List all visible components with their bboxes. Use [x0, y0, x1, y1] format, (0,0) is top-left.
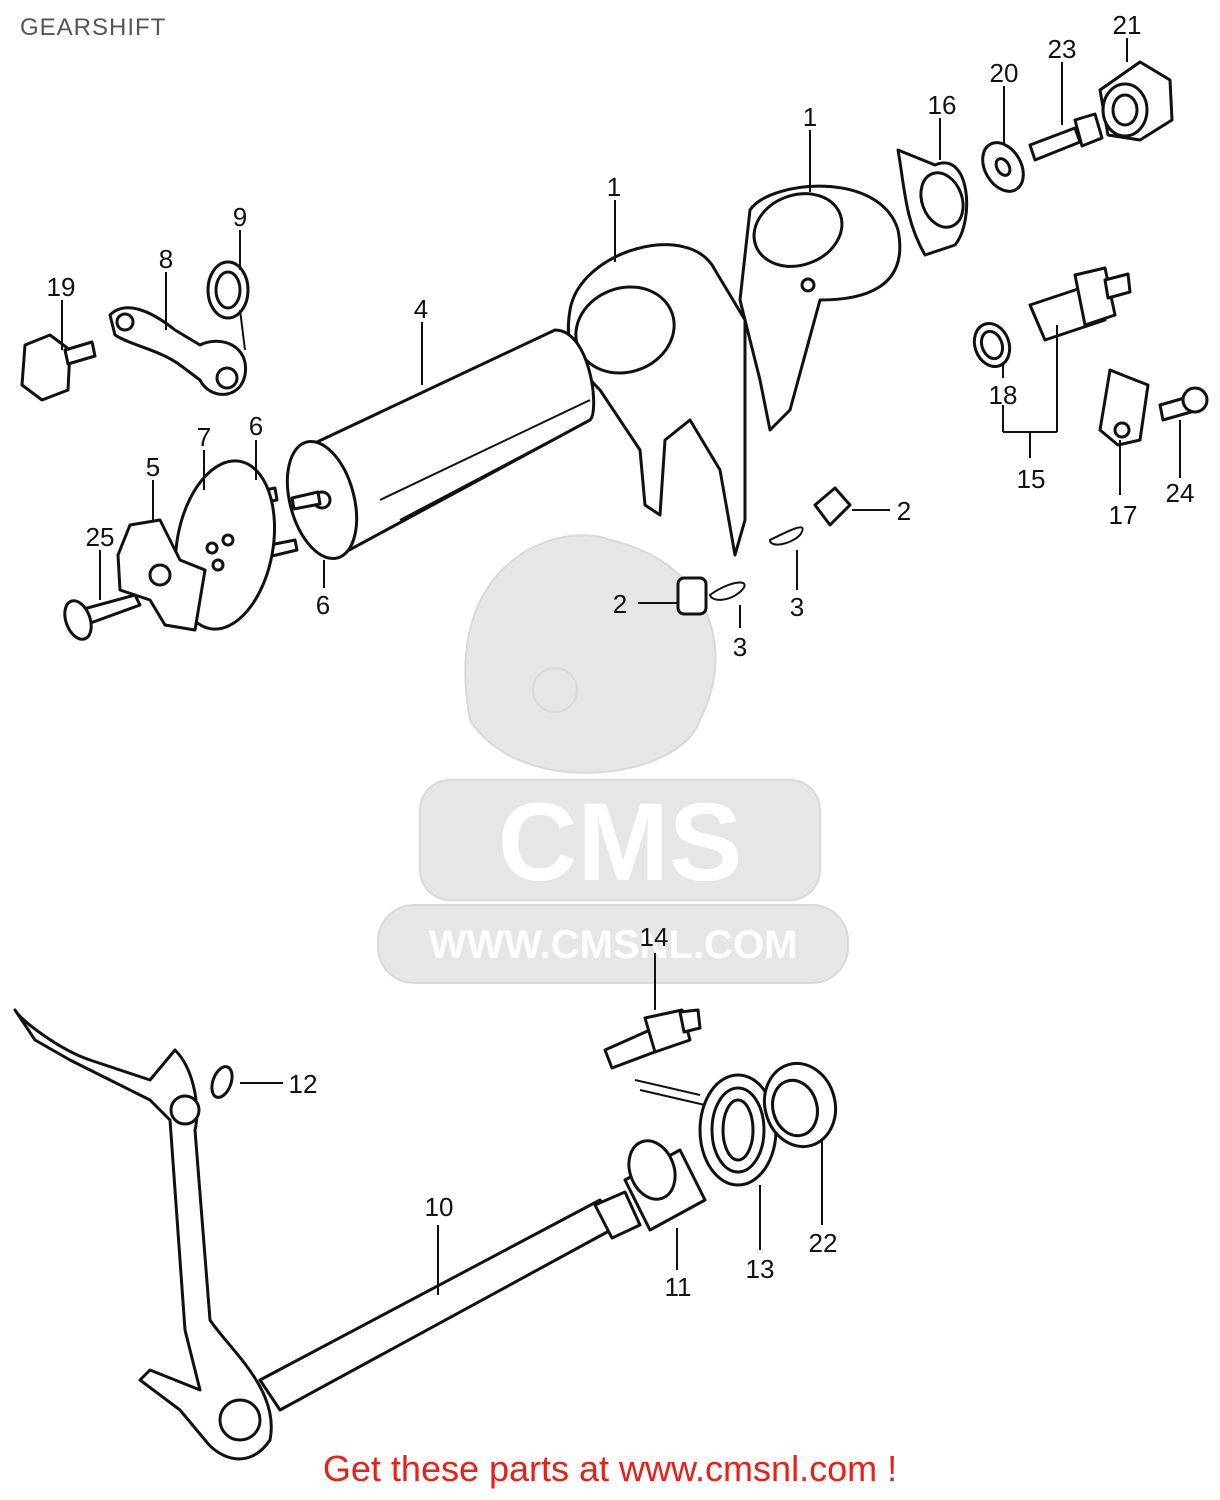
- callout-18: 18: [989, 380, 1018, 410]
- watermark-logo-text: CMS: [498, 781, 742, 904]
- callout-10: 10: [425, 1192, 454, 1222]
- watermark-url-bg: [377, 904, 849, 984]
- part-arm-8: [108, 306, 247, 396]
- callout-24: 24: [1166, 478, 1195, 508]
- callout-labels: 21 23 20 16 1 1 9 8 19 4 18 15 17 24 7 6…: [47, 10, 1195, 1302]
- part-screw-24: [1158, 386, 1209, 422]
- part-pin-2-right: [813, 486, 852, 527]
- part-shift-fork-right: [738, 184, 902, 432]
- callout-25: 25: [86, 522, 115, 552]
- callout-1-right: 1: [803, 102, 817, 132]
- callout-6-bottom: 6: [316, 590, 330, 620]
- part-spring-13: [634, 1073, 778, 1187]
- callout-22: 22: [809, 1228, 838, 1258]
- part-collar-11: [623, 1139, 707, 1232]
- callout-4: 4: [414, 294, 428, 324]
- callout-17: 17: [1109, 500, 1138, 530]
- callout-21: 21: [1113, 10, 1142, 40]
- diagram-title: GEARSHIFT: [20, 14, 167, 41]
- part-bolt-19: [20, 333, 97, 402]
- callout-2-right: 2: [897, 496, 911, 526]
- part-bolt-23: [1028, 112, 1104, 162]
- part-cap-21: [1098, 60, 1174, 142]
- part-screw-25: [63, 593, 142, 641]
- callout-15: 15: [1017, 464, 1046, 494]
- part-washer-20: [981, 141, 1025, 193]
- part-clip-3-right: [768, 526, 804, 546]
- part-stopper-5: [116, 518, 207, 632]
- part-spring-9: [206, 260, 250, 351]
- callout-3-left: 3: [733, 632, 747, 662]
- callout-1-left: 1: [607, 172, 621, 202]
- callout-5: 5: [146, 452, 160, 482]
- part-plate-16: [896, 148, 969, 257]
- part-washer-18: [972, 322, 1012, 368]
- leader-lines: [61, 38, 1181, 1295]
- callout-6-top: 6: [249, 411, 263, 441]
- callout-13: 13: [746, 1254, 775, 1284]
- part-pin-14: [603, 1008, 702, 1070]
- part-plate-17: [1098, 368, 1150, 447]
- callout-2-left: 2: [613, 589, 627, 619]
- watermark-mascot: [464, 534, 717, 774]
- part-spring-12: [210, 1065, 234, 1099]
- watermark-url-text: WWW.CMSNL.COM: [429, 923, 798, 967]
- part-clip-3-left: [708, 581, 746, 601]
- part-bolt-15: [1028, 266, 1132, 342]
- callout-20: 20: [990, 58, 1019, 88]
- footer-link[interactable]: Get these parts at www.cmsnl.com !: [322, 1448, 898, 1489]
- callout-11: 11: [665, 1272, 692, 1302]
- watermark-logo-bg: [419, 779, 821, 901]
- callout-9: 9: [233, 202, 247, 232]
- callout-3-right: 3: [790, 592, 804, 622]
- watermark: CMS WWW.CMSNL.COM: [377, 534, 849, 984]
- part-bearing-22: [762, 1061, 838, 1149]
- callout-19: 19: [47, 272, 76, 302]
- part-shift-drum-4: [285, 328, 596, 561]
- callout-23: 23: [1048, 34, 1077, 64]
- callout-14: 14: [640, 922, 669, 952]
- part-pin-2-left: [676, 576, 708, 616]
- part-shift-fork-left: [566, 243, 747, 557]
- part-shift-arm-10: [13, 1008, 642, 1461]
- callout-16: 16: [928, 90, 957, 120]
- callout-8: 8: [159, 244, 173, 274]
- callout-7: 7: [197, 422, 211, 452]
- watermark-mascot-eye: [532, 667, 578, 713]
- callout-12: 12: [289, 1069, 318, 1099]
